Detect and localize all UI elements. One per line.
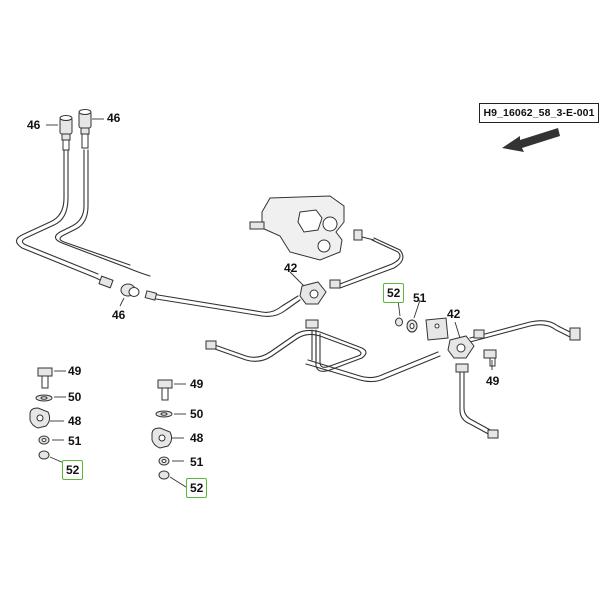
callout-42-center: 42 <box>284 261 298 275</box>
stack-left <box>29 367 53 460</box>
callout-50-middle: 50 <box>190 407 204 421</box>
pipe-end-fittings <box>205 319 581 439</box>
brake-pipe-upper <box>339 235 404 289</box>
mounting-plate <box>425 317 449 341</box>
brake-junction-center <box>299 279 341 305</box>
brake-pipe-to-caliper <box>149 293 301 317</box>
brake-pipe-vertical <box>311 329 317 363</box>
brake-caliper <box>249 195 363 261</box>
callout-52-left: 52 <box>62 460 84 480</box>
callout-51-middle: 51 <box>190 455 204 469</box>
brake-pipe-loop <box>211 329 441 383</box>
brake-pipe-right <box>54 149 151 277</box>
callout-49-left: 49 <box>68 364 82 378</box>
stack-middle <box>151 379 173 480</box>
brake-pipe-drop <box>459 371 495 437</box>
bolt-49-right <box>483 349 497 367</box>
brake-pipe-right-side <box>469 320 575 343</box>
callout-46-union: 46 <box>112 308 126 322</box>
callout-48-left: 48 <box>68 414 82 428</box>
callout-42-right: 42 <box>447 307 461 321</box>
callout-46-top-left: 46 <box>27 118 41 132</box>
callout-49-right: 49 <box>486 374 500 388</box>
callout-49-middle: 49 <box>190 377 204 391</box>
fitting-nut-top-left <box>59 115 73 151</box>
washer-51-top <box>406 319 418 333</box>
brake-pipe-left <box>15 149 111 287</box>
callout-48-middle: 48 <box>190 431 204 445</box>
nut-52-top <box>395 317 403 327</box>
callout-51-left: 51 <box>68 434 82 448</box>
pipe-union <box>98 275 158 301</box>
direction-arrow-icon <box>502 128 560 152</box>
callout-46-top-right: 46 <box>107 111 121 125</box>
callout-52-top: 52 <box>383 283 405 303</box>
fitting-nut-top-right <box>78 109 92 149</box>
reference-code: H9_16062_58_3-E-001 <box>479 103 599 123</box>
leader-lines <box>46 118 493 488</box>
callout-50-left: 50 <box>68 390 82 404</box>
callout-52-middle: 52 <box>186 478 208 498</box>
brake-junction-right <box>447 335 475 359</box>
callout-51-top: 51 <box>413 291 427 305</box>
